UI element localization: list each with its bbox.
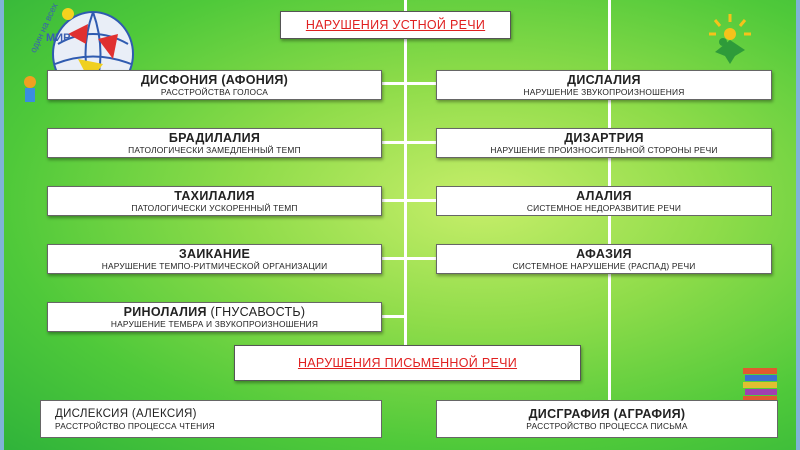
box-title: АЛАЛИЯ xyxy=(576,189,632,203)
box-title: АФАЗИЯ xyxy=(576,247,632,261)
kids-logo xyxy=(705,12,755,67)
box-dyslexia: ДИСЛЕКСИЯ (АЛЕКСИЯ) РАССТРОЙСТВО ПРОЦЕСС… xyxy=(40,400,382,438)
box-subtitle: ПАТОЛОГИЧЕСКИ УСКОРЕННЫЙ ТЕМП xyxy=(131,203,297,213)
box-title: ДИСФОНИЯ (АФОНИЯ) xyxy=(141,73,288,87)
connector-left-2 xyxy=(382,141,406,144)
box-title: ДИЗАРТРИЯ xyxy=(564,131,644,145)
box-dysarthria: ДИЗАРТРИЯ НАРУШЕНИЕ ПРОИЗНОСИТЕЛЬНОЙ СТО… xyxy=(436,128,772,158)
box-title: ЗАИКАНИЕ xyxy=(179,247,250,261)
box-bradylalia: БРАДИЛАЛИЯ ПАТОЛОГИЧЕСКИ ЗАМЕДЛЕННЫЙ ТЕМ… xyxy=(47,128,382,158)
child-figure-icon xyxy=(705,12,755,67)
box-alalia: АЛАЛИЯ СИСТЕМНОЕ НЕДОРАЗВИТИЕ РЕЧИ xyxy=(436,186,772,216)
written-speech-header: НАРУШЕНИЯ ПИСЬМЕННОЙ РЕЧИ xyxy=(234,345,581,381)
connector-left-5 xyxy=(382,315,406,318)
connector-right-1 xyxy=(406,82,436,85)
box-dyslalia: ДИСЛАЛИЯ НАРУШЕНИЕ ЗВУКОПРОИЗНОШЕНИЯ xyxy=(436,70,772,100)
connector-left-1 xyxy=(382,82,406,85)
box-title: ДИСЛАЛИЯ xyxy=(567,73,641,87)
box-title: ТАХИЛАЛИЯ xyxy=(174,189,255,203)
box-subtitle: СИСТЕМНОЕ НАРУШЕНИЕ (РАСПАД) РЕЧИ xyxy=(513,261,696,271)
box-dysphonia: ДИСФОНИЯ (АФОНИЯ) РАССТРОЙСТВА ГОЛОСА xyxy=(47,70,382,100)
connector-trunk xyxy=(404,0,407,345)
box-subtitle: РАССТРОЙСТВА ГОЛОСА xyxy=(161,87,268,97)
oral-speech-header: НАРУШЕНИЯ УСТНОЙ РЕЧИ xyxy=(280,11,511,39)
box-subtitle: НАРУШЕНИЕ ЗВУКОПРОИЗНОШЕНИЯ xyxy=(524,87,685,97)
box-stuttering: ЗАИКАНИЕ НАРУШЕНИЕ ТЕМПО-РИТМИЧЕСКОЙ ОРГ… xyxy=(47,244,382,274)
box-dysgraphia: ДИСГРАФИЯ (АГРАФИЯ) РАССТРОЙСТВО ПРОЦЕСС… xyxy=(436,400,778,438)
box-subtitle: СИСТЕМНОЕ НЕДОРАЗВИТИЕ РЕЧИ xyxy=(527,203,681,213)
box-title: ДИСЛЕКСИЯ (АЛЕКСИЯ) xyxy=(55,407,197,421)
box-subtitle: ПАТОЛОГИЧЕСКИ ЗАМЕДЛЕННЫЙ ТЕМП xyxy=(128,145,301,155)
connector-left-4 xyxy=(382,257,406,260)
box-subtitle: РАССТРОЙСТВО ПРОЦЕССА ЧТЕНИЯ xyxy=(55,421,215,431)
box-aphasia: АФАЗИЯ СИСТЕМНОЕ НАРУШЕНИЕ (РАСПАД) РЕЧИ xyxy=(436,244,772,274)
box-subtitle: РАССТРОЙСТВО ПРОЦЕССА ПИСЬМА xyxy=(526,421,687,431)
connector-left-3 xyxy=(382,199,406,202)
box-rhinolalia: РИНОЛАЛИЯ (ГНУСАВОСТЬ) НАРУШЕНИЕ ТЕМБРА … xyxy=(47,302,382,332)
box-title: ДИСГРАФИЯ (АГРАФИЯ) xyxy=(529,407,686,421)
box-tachylalia: ТАХИЛАЛИЯ ПАТОЛОГИЧЕСКИ УСКОРЕННЫЙ ТЕМП xyxy=(47,186,382,216)
connector-right-2 xyxy=(406,141,436,144)
box-title: БРАДИЛАЛИЯ xyxy=(169,131,260,145)
box-subtitle: НАРУШЕНИЕ ПРОИЗНОСИТЕЛЬНОЙ СТОРОНЫ РЕЧИ xyxy=(490,145,717,155)
box-title: РИНОЛАЛИЯ (ГНУСАВОСТЬ) xyxy=(124,305,306,319)
connector-right-3 xyxy=(406,199,436,202)
books-icon xyxy=(741,366,781,402)
connector-right-4 xyxy=(406,257,436,260)
box-title-bold: РИНОЛАЛИЯ xyxy=(124,305,207,319)
box-title-rest: (ГНУСАВОСТЬ) xyxy=(207,305,306,319)
box-subtitle: НАРУШЕНИЕ ТЕМПО-РИТМИЧЕСКОЙ ОРГАНИЗАЦИИ xyxy=(102,261,328,271)
oral-speech-header-label: НАРУШЕНИЯ УСТНОЙ РЕЧИ xyxy=(306,18,485,32)
written-speech-header-label: НАРУШЕНИЯ ПИСЬМЕННОЙ РЕЧИ xyxy=(298,356,517,370)
logo-title: МИР xyxy=(46,32,70,44)
box-subtitle: НАРУШЕНИЕ ТЕМБРА И ЗВУКОПРОИЗНОШЕНИЯ xyxy=(111,319,318,329)
